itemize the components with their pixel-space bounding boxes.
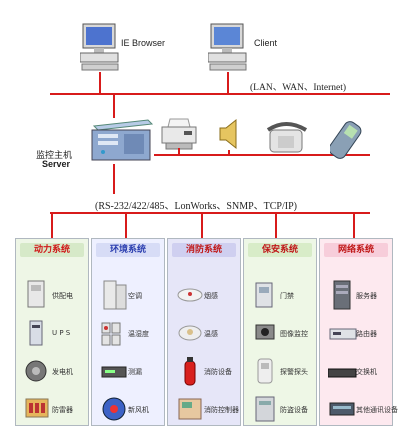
speaker-device	[218, 118, 240, 152]
drop-panel-3	[201, 212, 203, 238]
subsystem-panel-1: 动力系统供配电 U P S 发电机防雷器	[15, 238, 89, 426]
server-rack-icon	[328, 279, 358, 315]
motion-sensor-icon	[252, 355, 282, 391]
panel-title: 动力系统	[20, 243, 84, 257]
panel-item-label: 测漏	[128, 368, 142, 376]
fresh-air-fan-icon	[100, 393, 130, 429]
printer-icon	[161, 118, 197, 150]
access-control-icon	[252, 279, 282, 315]
telephone-icon	[266, 122, 308, 153]
server-to-bus-line	[113, 164, 115, 194]
panel-item-label: 温湿度	[128, 330, 149, 338]
speaker-connector	[228, 150, 230, 155]
device-bus-line	[154, 154, 370, 156]
lan-to-server-line	[113, 94, 115, 118]
server-icon	[91, 119, 154, 161]
router-icon	[328, 317, 358, 353]
panel-item-label: U P S	[52, 329, 71, 337]
panel-title: 消防系统	[172, 243, 236, 257]
computer-ie-browser	[79, 22, 120, 72]
panel-item-label: 供配电	[52, 292, 73, 300]
panel-item-label: 服务器	[356, 292, 377, 300]
panel-title: 网络系统	[324, 243, 388, 257]
panel-item-label: 消防设备	[204, 368, 232, 376]
panel-body: 空调温湿度测漏新风机	[96, 259, 160, 421]
panel-item-label: 探警探头	[280, 368, 308, 376]
panel-body: 门禁图像监控探警探头防盗设备	[248, 259, 312, 422]
connector-client	[227, 72, 229, 94]
camera-icon	[252, 317, 282, 353]
air-conditioner-icon	[100, 279, 130, 315]
smoke-detector-icon	[176, 279, 206, 315]
drop-panel-2	[125, 212, 127, 238]
phone-device	[266, 120, 310, 160]
switch-icon	[327, 355, 358, 391]
panel-item-label: 消防控制器	[204, 406, 239, 414]
panel-item-label: 门禁	[280, 292, 294, 300]
lightning-protector-icon	[24, 393, 54, 429]
leak-sensor-icon	[100, 355, 130, 391]
mobile-phone-icon	[328, 121, 362, 159]
server-machine	[88, 118, 154, 164]
panel-item-label: 其他通讯设备	[356, 406, 398, 414]
panel-item-label: 防雷器	[52, 406, 73, 414]
generator-icon	[24, 355, 54, 391]
network-label: (LAN、WAN、Internet)	[250, 83, 347, 93]
drop-panel-5	[353, 212, 355, 238]
computer-icon	[79, 23, 119, 71]
panel-item-label: 防盗设备	[280, 406, 308, 414]
subsystem-panel-4: 保安系统门禁图像监控探警探头防盗设备	[243, 238, 317, 426]
drop-panel-1	[51, 212, 53, 238]
panel-body: 服务器路由器交换机其他通讯设备	[324, 259, 398, 421]
panel-item-label: 烟感	[204, 292, 218, 300]
panel-item-label: 发电机	[52, 368, 73, 376]
panel-item-label: 路由器	[356, 330, 377, 338]
heat-detector-icon	[176, 317, 206, 353]
panel-body: 供配电 U P S 发电机防雷器	[20, 259, 84, 421]
computer-client	[207, 22, 248, 72]
panel-title: 环境系统	[96, 243, 160, 257]
panel-item-label: 交换机	[356, 368, 377, 376]
fire-controller-icon	[176, 393, 206, 429]
anti-theft-icon	[252, 393, 282, 429]
panel-item-label: 空调	[128, 292, 142, 300]
extinguisher-icon	[176, 355, 206, 391]
client-label-client: Client	[254, 38, 278, 48]
mobile-device	[328, 115, 374, 161]
panel-title: 保安系统	[248, 243, 312, 257]
subsystem-panel-3: 消防系统烟感温感消防设备消防控制器	[167, 238, 241, 426]
ups-icon	[24, 317, 54, 353]
bus-line	[50, 212, 370, 214]
lan-line	[50, 93, 390, 95]
panel-body: 烟感温感消防设备消防控制器	[172, 259, 239, 421]
panel-item-label: 图像监控	[280, 330, 308, 338]
printer-device	[160, 117, 198, 151]
panel-item-label: 新风机	[128, 406, 149, 414]
thermo-hygrometer-icon	[100, 317, 130, 353]
server-label-cn: 监控主机	[36, 150, 73, 160]
panel-item-label: 温感	[204, 330, 218, 338]
cabinet-icon	[24, 279, 54, 315]
computer-icon	[207, 23, 247, 71]
printer-connector	[178, 148, 180, 155]
comm-device-icon	[328, 393, 358, 429]
drop-panel-4	[275, 212, 277, 238]
subsystem-panel-5: 网络系统服务器路由器交换机其他通讯设备	[319, 238, 398, 426]
client-label-ie: IE Browser	[121, 38, 166, 48]
bus-label: (RS-232/422/485、LonWorks、SNMP、TCP/IP)	[95, 201, 297, 212]
subsystem-panel-2: 环境系统空调温湿度测漏新风机	[91, 238, 165, 426]
speaker-icon	[219, 118, 237, 150]
connector-ie	[99, 72, 101, 94]
server-label-en: Server	[42, 159, 71, 169]
